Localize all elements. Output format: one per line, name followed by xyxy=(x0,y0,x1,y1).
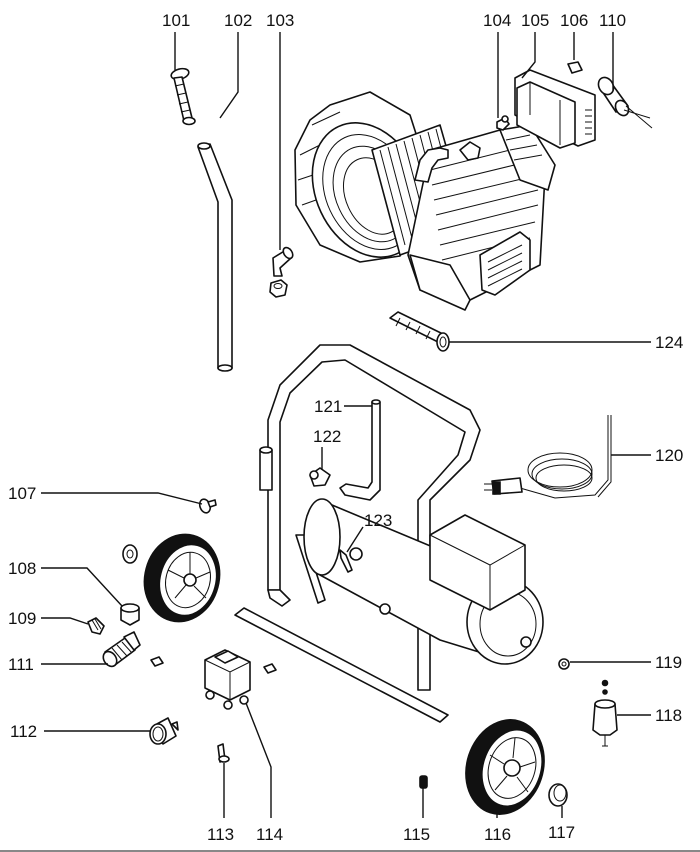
part-123-bracket xyxy=(339,549,353,573)
part-nipple-left xyxy=(150,656,164,667)
leader-107 xyxy=(41,492,203,505)
part-110-capacitor xyxy=(597,76,653,129)
part-114-pressure-switch xyxy=(204,649,251,710)
callout-105: 105 xyxy=(521,11,549,30)
callout-122: 122 xyxy=(313,427,341,446)
part-121-tube xyxy=(339,399,381,501)
part-106-switch-cap xyxy=(567,61,583,74)
callout-124: 124 xyxy=(655,333,683,352)
callout-104: 104 xyxy=(483,11,511,30)
callout-107: 107 xyxy=(8,484,36,503)
part-113-quick-coupling xyxy=(217,743,230,763)
part-116-wheel xyxy=(465,719,545,815)
callout-120: 120 xyxy=(655,446,683,465)
leader-108 xyxy=(41,567,123,607)
callout-113: 113 xyxy=(207,825,234,844)
leader-105 xyxy=(521,32,536,79)
part-101-handle-grip xyxy=(170,67,196,126)
callout-123: 123 xyxy=(364,511,392,530)
part-111-regulator xyxy=(102,631,141,668)
callout-114: 114 xyxy=(256,825,283,844)
part-119-nut xyxy=(558,658,570,670)
part-118-rubber-foot xyxy=(592,679,618,747)
leader-114 xyxy=(245,702,272,818)
part-109-connector xyxy=(87,617,105,635)
part-108-wheel-cap xyxy=(120,603,140,626)
callout-101: 101 xyxy=(162,11,190,30)
callout-labels: 101 102 103 104 105 106 110 124 121 122 … xyxy=(8,11,683,844)
part-washer xyxy=(122,544,138,564)
part-nipple-right xyxy=(263,663,277,674)
bottom-border xyxy=(0,850,700,852)
part-124-handle-grip xyxy=(389,311,450,352)
part-wheel-left xyxy=(143,533,221,623)
callout-112: 112 xyxy=(10,722,37,741)
callout-110: 110 xyxy=(599,11,626,30)
callout-109: 109 xyxy=(8,609,36,628)
part-122-check-valve xyxy=(309,467,331,487)
callout-108: 108 xyxy=(8,559,36,578)
part-102-handle-tube xyxy=(197,142,233,372)
callout-103: 103 xyxy=(266,11,294,30)
part-112-gauge xyxy=(149,717,179,745)
callout-121: 121 xyxy=(314,397,342,416)
part-105-cover xyxy=(514,69,596,149)
callout-116: 116 xyxy=(484,825,511,844)
leader-123 xyxy=(346,526,364,553)
callout-102: 102 xyxy=(224,11,252,30)
part-tank xyxy=(303,498,544,665)
part-103-elbow-fitting xyxy=(269,246,294,298)
part-117-hub-cap xyxy=(548,783,568,807)
callout-115: 115 xyxy=(403,825,430,844)
part-104-fitting xyxy=(496,115,510,131)
part-120-power-cord xyxy=(484,415,612,499)
leader-lines xyxy=(41,32,651,818)
callout-106: 106 xyxy=(560,11,588,30)
part-motor-pump-assembly xyxy=(294,91,556,311)
leader-102 xyxy=(219,32,239,119)
part-107-drain-screw xyxy=(198,498,217,514)
callout-117: 117 xyxy=(548,823,575,842)
callout-119: 119 xyxy=(655,653,682,672)
callout-118: 118 xyxy=(655,706,682,725)
leader-109 xyxy=(41,617,89,625)
part-115-nipple xyxy=(419,775,428,789)
callout-111: 111 xyxy=(8,655,34,674)
